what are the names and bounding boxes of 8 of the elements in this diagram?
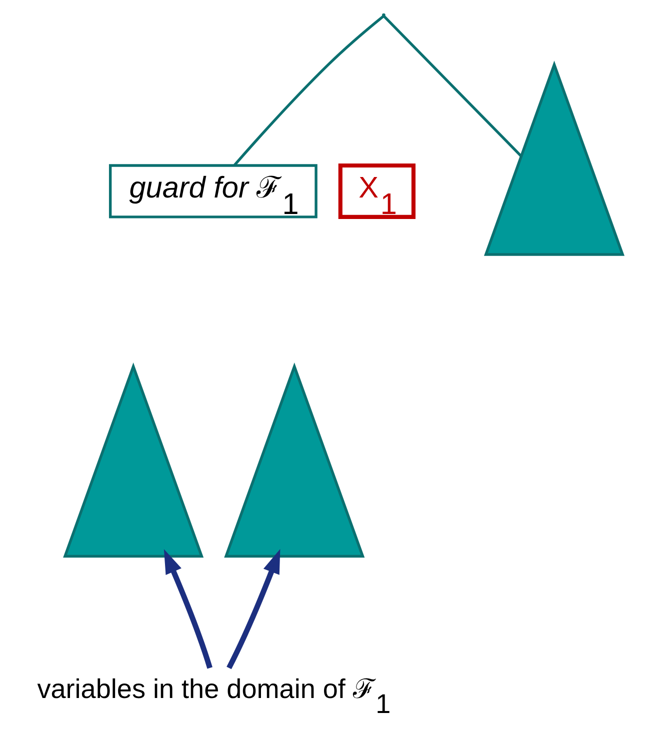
arrow: [226, 549, 280, 670]
connector: [382, 15, 522, 157]
connector: [232, 14, 384, 166]
node-triangle: [62, 362, 204, 558]
node-triangle: [483, 60, 624, 256]
node-triangle: [224, 362, 364, 558]
node-point: [382, 13, 385, 17]
arrow: [163, 549, 212, 669]
